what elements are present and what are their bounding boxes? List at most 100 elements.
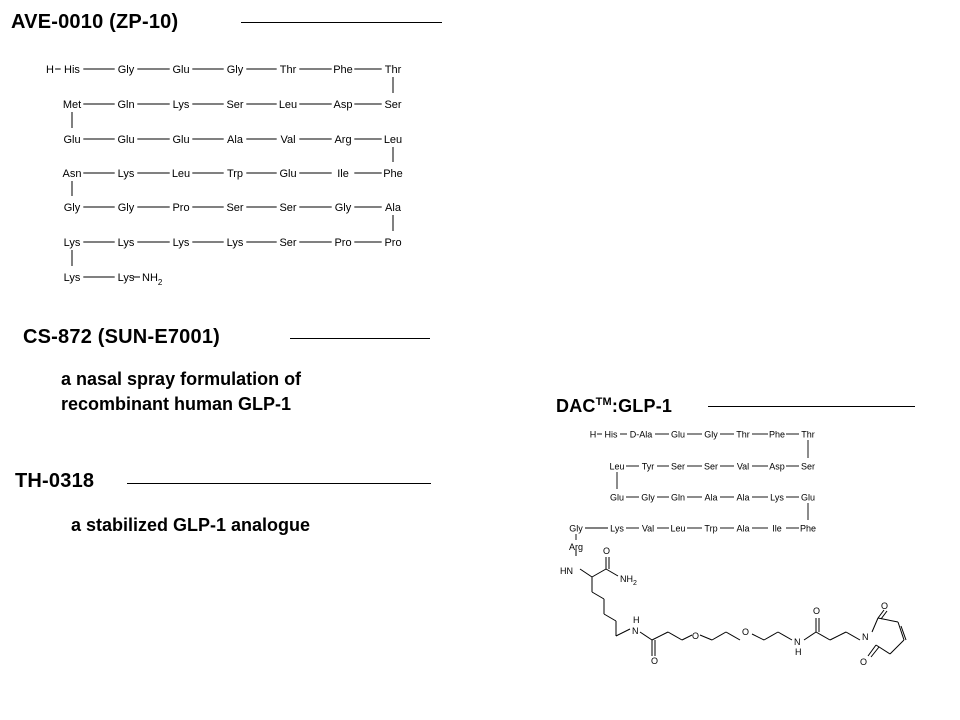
- dac-title-trademark: TM: [595, 396, 612, 408]
- dac-residue: Ile: [772, 524, 782, 534]
- dac-residue: Ser: [801, 462, 815, 472]
- ave-title-rule: [241, 22, 442, 23]
- dac-residue: Phe: [769, 430, 785, 440]
- ave-residue: Gly: [118, 202, 135, 214]
- dac-title-rule: [708, 406, 915, 407]
- linker-carbonyl-o2-label: O: [651, 656, 658, 666]
- ave-residue: Thr: [280, 64, 297, 76]
- ave-title: AVE-0010 (ZP-10): [11, 11, 179, 33]
- ave-residue: Lys: [64, 237, 81, 249]
- ave-residue: Asn: [63, 168, 82, 180]
- linker-nh2-label: NH2: [620, 574, 637, 587]
- ave-residue: Lys: [64, 272, 81, 284]
- dac-residue: Glu: [671, 430, 685, 440]
- ave-residue: Pro: [334, 237, 351, 249]
- cs-description-line-1: a nasal spray formulation of: [61, 369, 302, 389]
- cs-description-line-2: recombinant human GLP-1: [61, 394, 292, 414]
- dac-residue: His: [605, 430, 618, 440]
- ave-residue: Gly: [335, 202, 352, 214]
- linker-carbonyl-o-label: O: [603, 546, 610, 556]
- ave-residue: Pro: [384, 237, 401, 249]
- linker-ether-o2-label: O: [742, 627, 749, 637]
- ave-residue: Arg: [334, 134, 351, 146]
- dac-residue: Val: [737, 462, 749, 472]
- dac-residue: Thr: [801, 430, 815, 440]
- dac-residue: Val: [642, 524, 654, 534]
- maleimide-o1-label: O: [881, 601, 888, 611]
- ave-residue: Glu: [279, 168, 296, 180]
- dac-title: DACTM:GLP-1: [556, 396, 672, 417]
- dac-residue: Glu: [801, 493, 815, 503]
- ave-residue: His: [64, 64, 80, 76]
- ave-residue: Trp: [227, 168, 243, 180]
- ave-residue: Ser: [279, 202, 296, 214]
- ave-residue: Phe: [333, 64, 353, 76]
- ave-residue: Ala: [227, 134, 244, 146]
- dac-residue: Ser: [704, 462, 718, 472]
- dac-residue: Thr: [736, 430, 750, 440]
- ave-residue: Lys: [118, 237, 135, 249]
- ave-residue: Ser: [384, 99, 401, 111]
- dac-residue: Gly: [569, 524, 583, 534]
- ave-residue: Glu: [172, 134, 189, 146]
- linker-amide-n2-label: N: [794, 637, 801, 647]
- ave-residue: Leu: [172, 168, 190, 180]
- ave-residue: Gly: [118, 64, 135, 76]
- dac-residue: Ala: [736, 493, 749, 503]
- dac-residue: Leu: [609, 462, 624, 472]
- dac-residue: Leu: [670, 524, 685, 534]
- linker-amide-h2-label: H: [795, 647, 802, 657]
- dac-residue: Asp: [769, 462, 785, 472]
- ave-residue: Ile: [337, 168, 349, 180]
- ave-residue: Lys: [118, 168, 135, 180]
- th-title-rule: [127, 483, 431, 484]
- ave-residue: Ser: [226, 99, 243, 111]
- ave-residue: Leu: [384, 134, 402, 146]
- linker-amide-n-label: N: [632, 626, 639, 636]
- dac-residue: Gly: [641, 493, 655, 503]
- ave-residue: Ala: [385, 202, 402, 214]
- ave-terminal-subscript: 2: [158, 278, 163, 287]
- ave-residue: Met: [63, 99, 81, 111]
- ave-residue: H: [46, 64, 54, 76]
- ave-residue: Leu: [279, 99, 297, 111]
- maleimide-o2-label: O: [860, 657, 867, 667]
- linker-nh2-text: NH: [620, 574, 633, 584]
- dac-residue: Ser: [671, 462, 685, 472]
- ave-residue: Asp: [334, 99, 353, 111]
- ave-residue: Lys: [173, 99, 190, 111]
- ave-residue: Ser: [226, 202, 243, 214]
- ave-residue: Glu: [63, 134, 80, 146]
- dac-residue-arg: Arg: [569, 542, 583, 552]
- ave-residue: Ser: [279, 237, 296, 249]
- dac-title-rest: :GLP-1: [611, 396, 673, 416]
- ave-residue: Gln: [117, 99, 134, 111]
- dac-title-main: DAC: [556, 396, 596, 416]
- ave-residue: Thr: [385, 64, 402, 76]
- ave-residue: Phe: [383, 168, 403, 180]
- dac-residue: Ala: [704, 493, 717, 503]
- ave-residue: Glu: [117, 134, 134, 146]
- linker-amide-h-label: H: [633, 615, 640, 625]
- dac-linker-structure: [575, 549, 907, 658]
- dac-residue: Lys: [610, 524, 624, 534]
- dac-residue: Phe: [800, 524, 816, 534]
- cs-title-rule: [290, 338, 430, 339]
- dac-residue: Ala: [736, 524, 749, 534]
- linker-nh2-subscript: 2: [633, 580, 637, 587]
- linker-carbonyl-o3-label: O: [813, 606, 820, 616]
- ave-residue: Pro: [172, 202, 189, 214]
- dac-residue: Tyr: [642, 462, 655, 472]
- ave-residue: Lys: [227, 237, 244, 249]
- ave-residue: Lys: [118, 272, 135, 284]
- cs-title: CS-872 (SUN-E7001): [23, 326, 221, 348]
- dac-residue: Trp: [704, 524, 717, 534]
- ave-residue: Lys: [173, 237, 190, 249]
- dac-residue: H: [590, 430, 597, 440]
- ave-residue: Gly: [64, 202, 81, 214]
- linker-hn-label: HN: [560, 566, 573, 576]
- linker-ether-o1-label: O: [692, 631, 699, 641]
